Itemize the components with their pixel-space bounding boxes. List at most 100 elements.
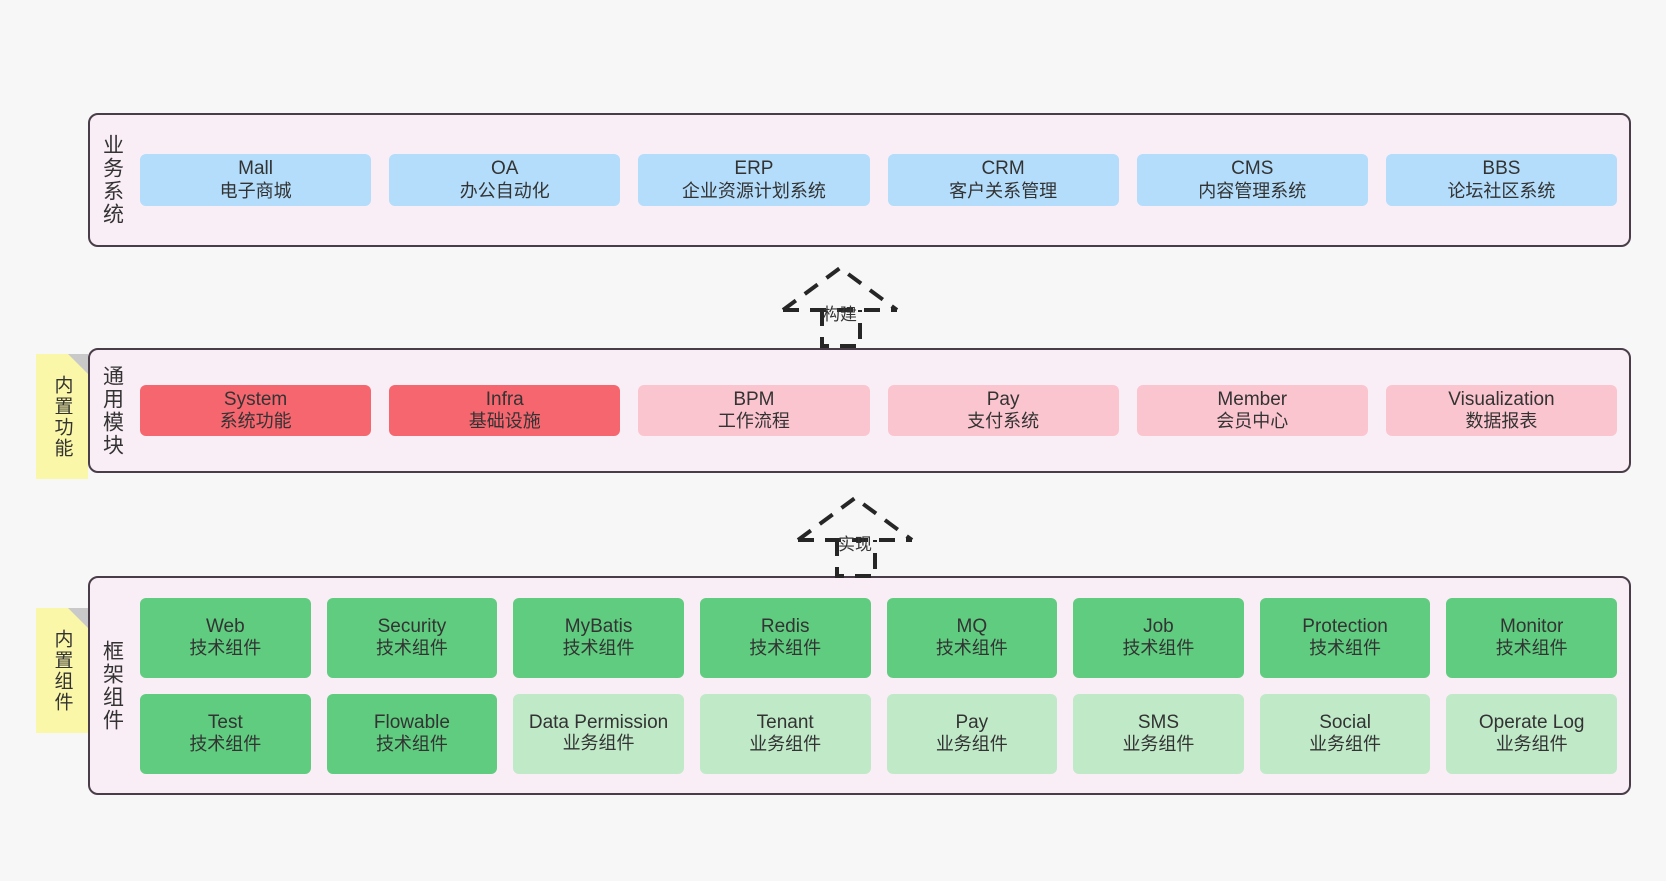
node-erp-desc: 企业资源计划系统: [681, 180, 826, 201]
node-data-permission-desc: 业务组件: [562, 732, 635, 753]
sticky-note-builtin-features-label: 内置功能: [51, 374, 73, 459]
node-sms-desc: 业务组件: [1122, 734, 1195, 755]
layer-body-common: System 系统功能 Infra 基础设施 BPM 工作流程 Pay 支付系统…: [134, 350, 1629, 471]
node-mall[interactable]: Mall 电子商城: [140, 154, 372, 206]
node-oa[interactable]: OA 办公自动化: [389, 154, 621, 206]
node-bbs[interactable]: BBS 论坛社区系统: [1385, 154, 1618, 206]
node-pay-component[interactable]: Pay 业务组件: [886, 693, 1058, 774]
node-member-desc: 会员中心: [1216, 411, 1289, 432]
node-flowable-name: Flowable: [373, 711, 450, 733]
node-mybatis-desc: 技术组件: [562, 638, 635, 659]
node-oa-desc: 办公自动化: [459, 180, 550, 201]
node-data-permission[interactable]: Data Permission 业务组件: [513, 693, 684, 774]
node-job-desc: 技术组件: [1122, 638, 1195, 659]
node-tenant-desc: 业务组件: [749, 734, 822, 755]
page-fold-icon: [68, 608, 88, 628]
node-infra-desc: 基础设施: [468, 411, 541, 432]
sticky-note-builtin-components-label: 内置组件: [51, 628, 73, 713]
node-protection-desc: 技术组件: [1309, 638, 1382, 659]
connector-implement-shape: [796, 495, 914, 578]
node-social[interactable]: Social 业务组件: [1259, 693, 1431, 774]
layer-title-business: 业务系统: [100, 134, 124, 226]
node-bbs-name: BBS: [1482, 158, 1521, 180]
node-system[interactable]: System 系统功能: [140, 384, 372, 437]
node-mall-name: Mall: [238, 158, 273, 180]
node-protection[interactable]: Protection 技术组件: [1259, 597, 1431, 678]
node-pay-module-desc: 支付系统: [967, 411, 1040, 432]
node-web-name: Web: [205, 615, 245, 637]
layer-common-module: 通用模块 System 系统功能 Infra 基础设施 BPM 工作流程 Pay…: [88, 348, 1631, 473]
node-erp-name: ERP: [734, 158, 774, 180]
connector-implement: 实现: [780, 492, 930, 578]
node-redis-name: Redis: [760, 615, 810, 637]
node-infra[interactable]: Infra 基础设施: [389, 384, 621, 437]
node-cms[interactable]: CMS 内容管理系统: [1136, 154, 1368, 206]
layer-framework-component: 框架组件 Web 技术组件 Security 技术组件 MyBatis 技术组件…: [88, 576, 1631, 795]
node-web[interactable]: Web 技术组件: [140, 597, 311, 678]
connector-build-shape: [781, 265, 899, 348]
node-mybatis-name: MyBatis: [564, 615, 633, 637]
node-bbs-desc: 论坛社区系统: [1447, 180, 1556, 201]
framework-row-technical: Web 技术组件 Security 技术组件 MyBatis 技术组件 Redi…: [140, 597, 1617, 678]
layer-body-framework: Web 技术组件 Security 技术组件 MyBatis 技术组件 Redi…: [134, 578, 1629, 793]
node-security-desc: 技术组件: [375, 638, 448, 659]
node-web-desc: 技术组件: [189, 638, 262, 659]
node-pay-module[interactable]: Pay 支付系统: [887, 384, 1119, 437]
node-system-desc: 系统功能: [219, 411, 292, 432]
node-flowable-desc: 技术组件: [375, 734, 448, 755]
connector-implement-label: 实现: [838, 535, 872, 554]
node-mq[interactable]: MQ 技术组件: [886, 597, 1058, 678]
framework-row-business: Test 技术组件 Flowable 技术组件 Data Permission …: [140, 693, 1617, 774]
node-erp[interactable]: ERP 企业资源计划系统: [638, 154, 870, 206]
node-visualization[interactable]: Visualization 数据报表: [1385, 384, 1618, 437]
node-crm[interactable]: CRM 客户关系管理: [887, 154, 1119, 206]
node-mq-desc: 技术组件: [935, 638, 1008, 659]
node-monitor-name: Monitor: [1500, 615, 1564, 637]
node-infra-name: Infra: [485, 388, 524, 410]
node-monitor-desc: 技术组件: [1495, 638, 1568, 659]
node-monitor[interactable]: Monitor 技术组件: [1446, 597, 1617, 678]
node-bpm-desc: 工作流程: [717, 411, 790, 432]
node-pay-component-name: Pay: [955, 711, 989, 733]
node-test-name: Test: [207, 711, 243, 733]
node-crm-desc: 客户关系管理: [949, 180, 1058, 201]
layer-business-system: 业务系统 Mall 电子商城 OA 办公自动化 ERP 企业资源计划系统 CRM…: [88, 113, 1631, 247]
node-sms[interactable]: SMS 业务组件: [1073, 693, 1244, 774]
node-redis-desc: 技术组件: [749, 638, 822, 659]
node-crm-name: CRM: [981, 158, 1025, 180]
node-mall-desc: 电子商城: [219, 180, 292, 201]
node-social-name: Social: [1319, 711, 1371, 733]
node-security[interactable]: Security 技术组件: [326, 597, 498, 678]
node-member[interactable]: Member 会员中心: [1136, 384, 1368, 437]
layer-body-business: Mall 电子商城 OA 办公自动化 ERP 企业资源计划系统 CRM 客户关系…: [134, 115, 1629, 245]
node-job-name: Job: [1143, 615, 1174, 637]
node-test[interactable]: Test 技术组件: [140, 693, 311, 774]
node-oa-name: OA: [491, 158, 519, 180]
node-bpm-name: BPM: [733, 388, 775, 410]
node-bpm[interactable]: BPM 工作流程: [638, 384, 870, 437]
node-system-name: System: [223, 388, 288, 410]
node-redis[interactable]: Redis 技术组件: [699, 597, 871, 678]
node-operate-log-name: Operate Log: [1478, 711, 1585, 733]
sticky-note-builtin-features: 内置功能: [36, 354, 88, 479]
node-pay-module-name: Pay: [986, 388, 1020, 410]
node-visualization-desc: 数据报表: [1465, 411, 1538, 432]
layer-title-framework: 框架组件: [100, 639, 124, 732]
node-pay-component-desc: 业务组件: [935, 734, 1008, 755]
node-job[interactable]: Job 技术组件: [1073, 597, 1244, 678]
node-visualization-name: Visualization: [1448, 388, 1555, 410]
node-mq-name: MQ: [956, 615, 988, 637]
node-tenant-name: Tenant: [756, 711, 814, 733]
node-test-desc: 技术组件: [189, 734, 262, 755]
connector-build-label: 构建: [823, 305, 857, 324]
layer-title-common: 通用模块: [100, 364, 124, 457]
node-operate-log[interactable]: Operate Log 业务组件: [1446, 693, 1617, 774]
node-flowable[interactable]: Flowable 技术组件: [326, 693, 498, 774]
sticky-note-builtin-components: 内置组件: [36, 608, 88, 733]
connector-build: 构建: [765, 262, 915, 348]
node-security-name: Security: [377, 615, 447, 637]
node-mybatis[interactable]: MyBatis 技术组件: [513, 597, 684, 678]
node-cms-desc: 内容管理系统: [1198, 180, 1307, 201]
node-tenant[interactable]: Tenant 业务组件: [699, 693, 871, 774]
